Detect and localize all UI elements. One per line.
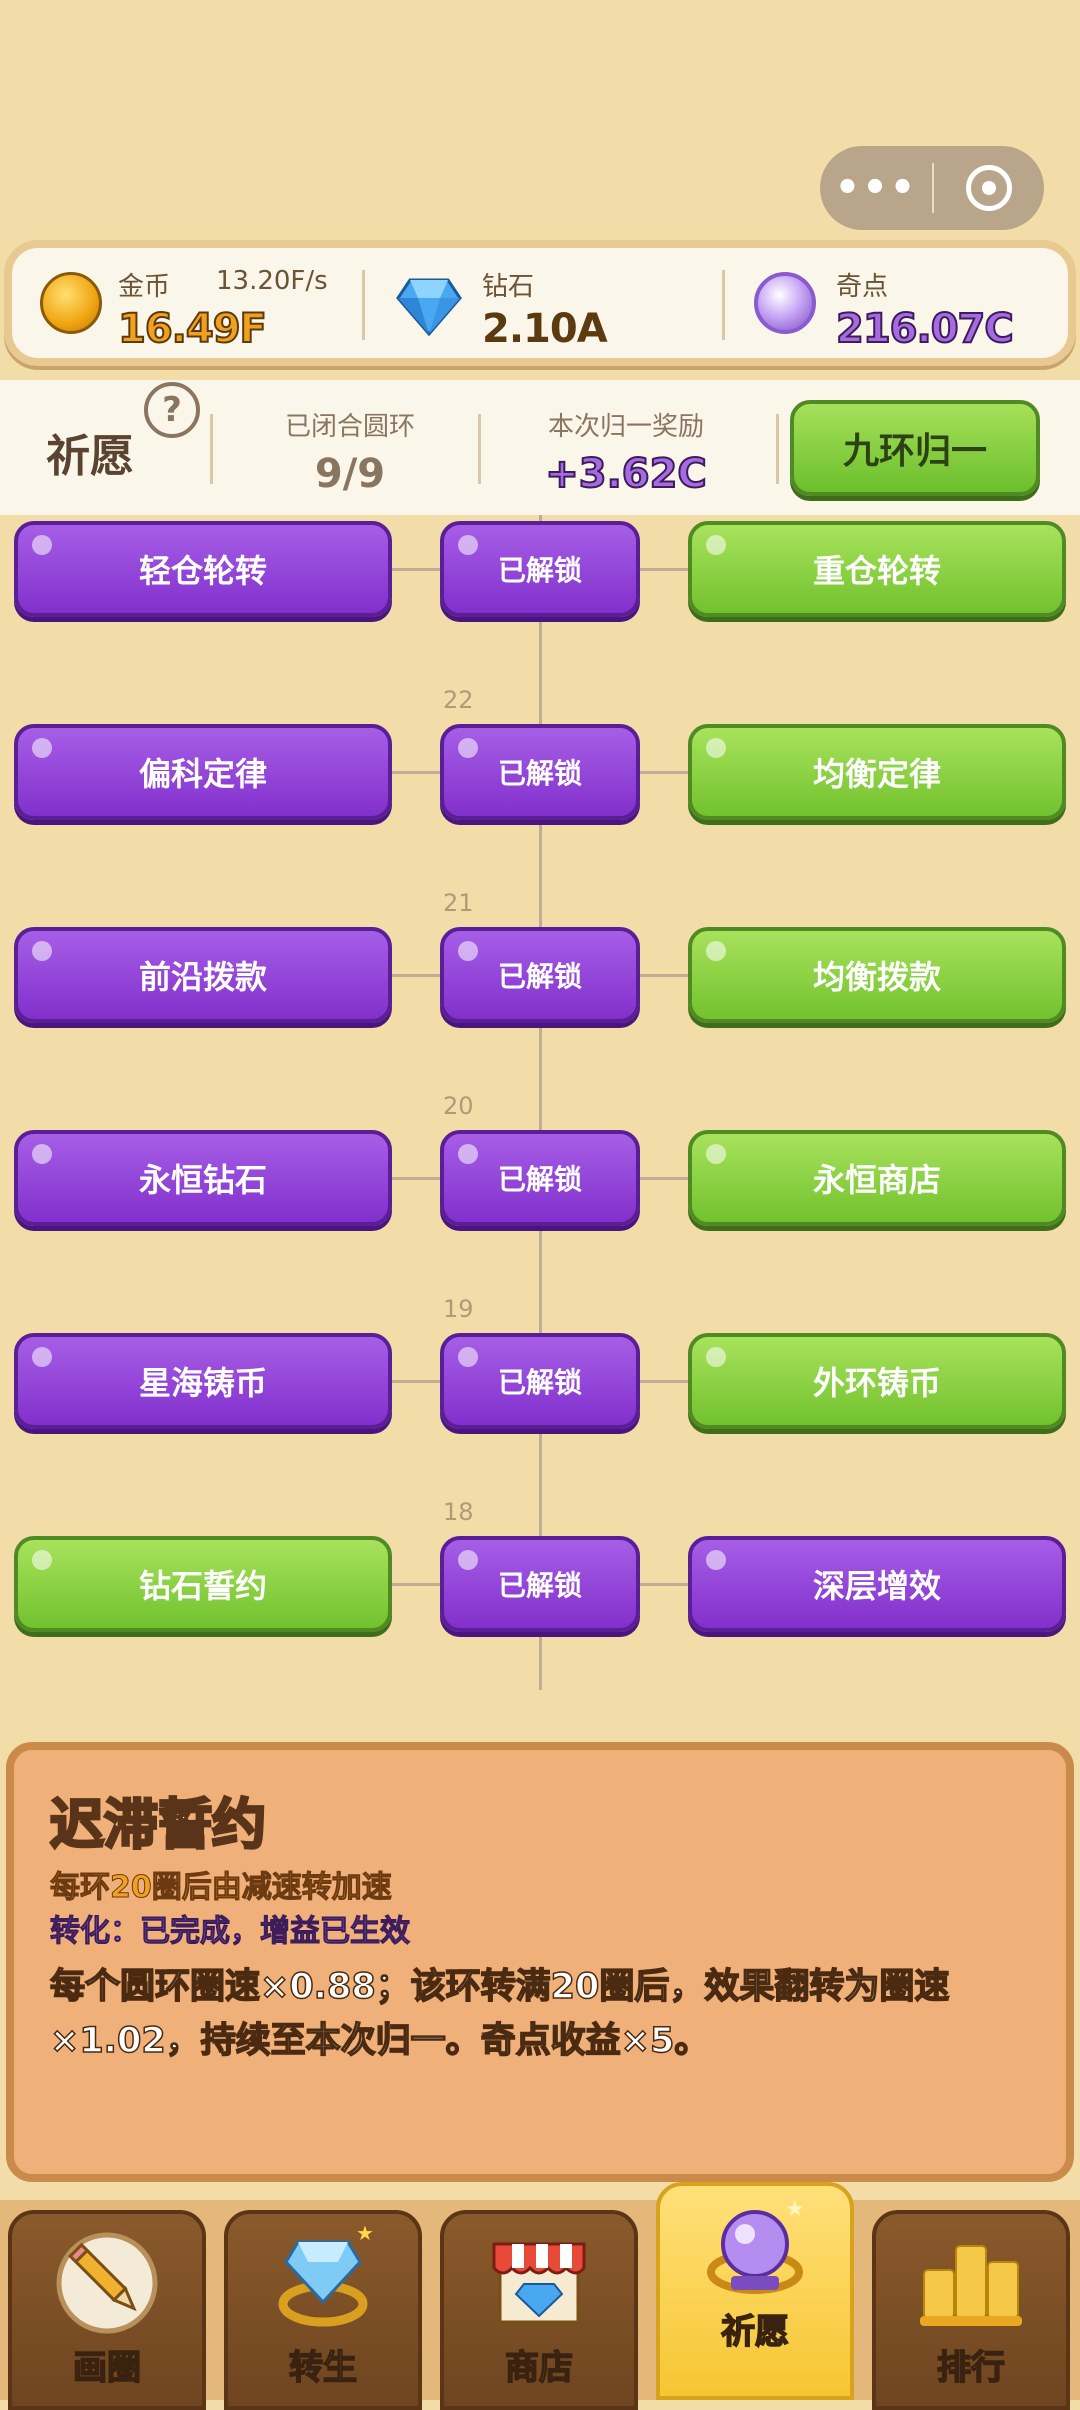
gold-rate: 13.20F/s	[216, 266, 328, 296]
diamond-ring-icon: ★	[278, 2221, 374, 2327]
tier-level-label: 19	[443, 1295, 474, 1323]
reward-label: 本次归一奖励	[547, 412, 704, 442]
shop-icon	[492, 2242, 586, 2324]
detail-description: 每个圆环圈速×0.88；该环转满20圈后，效果翻转为圈速×1.02，持续至本次归…	[49, 1966, 950, 2062]
tree-link	[638, 1177, 690, 1180]
svg-text:★: ★	[356, 2221, 374, 2245]
tree-link	[638, 568, 690, 571]
purple-orb-icon	[754, 272, 816, 334]
tree-link	[638, 1583, 690, 1586]
header-divider	[776, 414, 779, 484]
unlock-status-node[interactable]: 已解锁	[440, 1130, 640, 1226]
unlock-status-node[interactable]: 已解锁	[440, 724, 640, 820]
talent-right-node[interactable]: 重仓轮转	[688, 521, 1066, 617]
talent-left-node[interactable]: 永恒钻石	[14, 1130, 392, 1226]
tree-link	[638, 771, 690, 774]
talent-left-node[interactable]: 前沿拨款	[14, 927, 392, 1023]
unlock-status-node[interactable]: 已解锁	[440, 927, 640, 1023]
mini-program-capsule: •••	[820, 146, 1044, 230]
resource-divider	[722, 270, 725, 340]
resource-bar: 金币 13.20F/s 16.49F 钻石 2.10A 奇点 216.07C	[4, 240, 1076, 366]
talent-right-node[interactable]: 外环铸币	[688, 1333, 1066, 1429]
tree-link	[390, 974, 442, 977]
tier-level-label: 18	[443, 1498, 474, 1526]
pencil-icon	[56, 2232, 158, 2334]
unlock-status-node[interactable]: 已解锁	[440, 1536, 640, 1632]
diamond-icon	[396, 278, 462, 337]
nine-ring-unify-button[interactable]: 九环归一	[790, 400, 1040, 496]
tree-link	[390, 1177, 442, 1180]
tab-shop[interactable]: 商店	[440, 2210, 638, 2410]
header-divider	[210, 414, 213, 484]
closed-rings-label: 已闭合圆环	[284, 412, 415, 442]
talent-left-node[interactable]: 偏科定律	[14, 724, 392, 820]
tier-level-label: 20	[443, 1092, 474, 1120]
pray-header: 祈愿 已闭合圆环 9/9 本次归一奖励 +3.62C 九环归一	[0, 380, 1080, 515]
tab-label: 转生	[288, 2347, 358, 2389]
tree-link	[638, 974, 690, 977]
more-dots-icon[interactable]: •••	[834, 165, 918, 211]
odd-value: 216.07C	[835, 305, 1015, 353]
diamond-label: 钻石	[482, 272, 535, 302]
tab-pray[interactable]: ★ 祈愿	[656, 2182, 854, 2400]
tree-link	[638, 1380, 690, 1383]
resource-divider	[362, 270, 365, 340]
closed-rings-stat: 已闭合圆环 9/9	[240, 406, 460, 497]
tier-level-label: 21	[443, 889, 474, 917]
detail-panel: 迟滞誓约 每环20圈后由减速转加速 转化：已完成，增益已生效 每个圆环圈速×0.…	[6, 1742, 1074, 2182]
tree-link	[390, 1583, 442, 1586]
gold-value: 16.49F	[117, 305, 268, 353]
talent-right-node[interactable]: 深层增效	[688, 1536, 1066, 1632]
tab-rebirth[interactable]: ★ 转生	[224, 2210, 422, 2410]
podium-icon	[920, 2245, 1022, 2326]
talent-left-node[interactable]: 轻仓轮转	[14, 521, 392, 617]
help-icon[interactable]: ?	[144, 382, 200, 438]
unlock-status-node[interactable]: 已解锁	[440, 1333, 640, 1429]
target-icon[interactable]	[934, 165, 1044, 211]
closed-rings-value: 9/9	[314, 451, 386, 497]
tab-rank[interactable]: 排行	[872, 2210, 1070, 2410]
talent-left-node[interactable]: 星海铸币	[14, 1333, 392, 1429]
bottom-nav: 画圈 ★ 转生 商店 ★ 祈愿	[0, 2182, 1080, 2410]
capsule-divider	[932, 163, 934, 213]
talent-right-node[interactable]: 均衡拨款	[688, 927, 1066, 1023]
crystal-orb-icon: ★	[707, 2197, 805, 2294]
tier-level-label: 22	[443, 686, 474, 714]
diamond-value: 2.10A	[482, 306, 608, 352]
tab-label: 商店	[504, 2347, 574, 2389]
tree-link	[390, 1380, 442, 1383]
tree-link	[390, 568, 442, 571]
talent-right-node[interactable]: 永恒商店	[688, 1130, 1066, 1226]
header-divider	[478, 414, 481, 484]
tab-label: 祈愿	[720, 2311, 790, 2353]
detail-subtitle-status: 转化：已完成，增益已生效	[50, 1914, 411, 1950]
gold-resource: 金币 13.20F/s 16.49F	[40, 262, 370, 353]
tree-spine	[539, 515, 542, 1690]
odd-label: 奇点	[836, 272, 889, 302]
page-title: 祈愿	[46, 431, 134, 482]
gold-label: 金币	[118, 272, 171, 302]
diamond-resource: 钻石 2.10A	[396, 262, 726, 352]
odd-resource: 奇点 216.07C	[754, 262, 1074, 353]
talent-left-node[interactable]: 钻石誓约	[14, 1536, 392, 1632]
gold-coin-icon	[40, 272, 102, 334]
talent-right-node[interactable]: 均衡定律	[688, 724, 1066, 820]
detail-title: 迟滞誓约	[49, 1792, 268, 1858]
tab-label: 排行	[936, 2347, 1006, 2389]
tree-link	[390, 771, 442, 774]
svg-text:★: ★	[785, 2197, 805, 2222]
reward-value: +3.62C	[544, 450, 708, 498]
tab-draw[interactable]: 画圈	[8, 2210, 206, 2410]
detail-subtitle-effect: 每环20圈后由减速转加速	[50, 1870, 393, 1906]
tab-label: 画圈	[72, 2347, 142, 2389]
reward-stat: 本次归一奖励 +3.62C	[506, 406, 746, 498]
unlock-status-node[interactable]: 已解锁	[440, 521, 640, 617]
